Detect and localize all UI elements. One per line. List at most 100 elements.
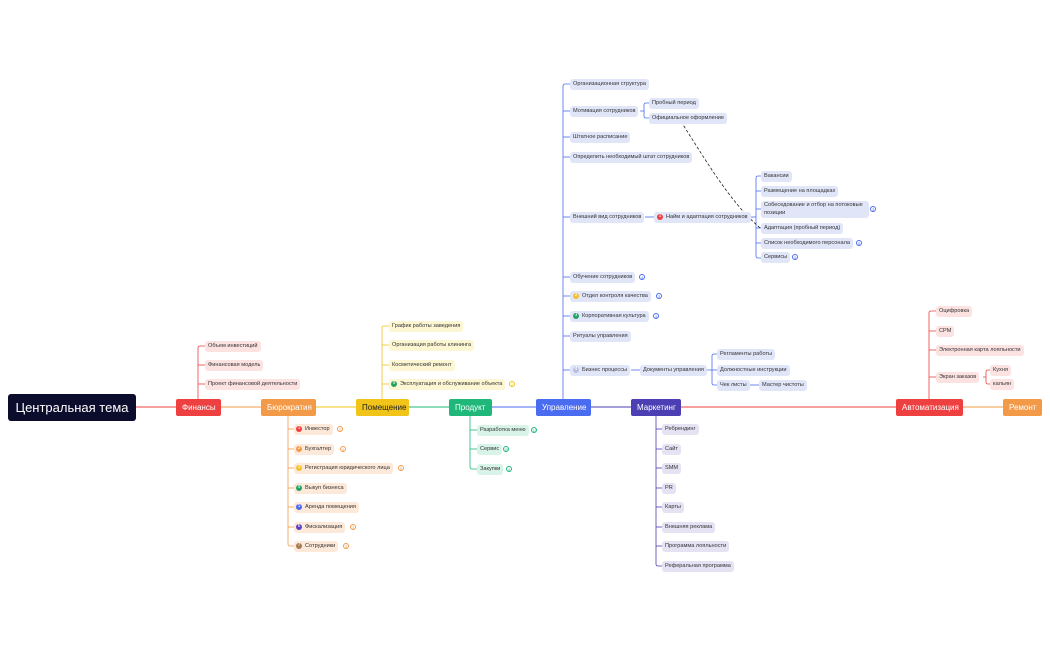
branch-management[interactable]: Управление [536,399,591,416]
collapse-count-badge[interactable]: 3 [337,426,343,432]
collapse-count-badge[interactable]: 12 [531,427,537,433]
central-topic[interactable]: Центральная тема [8,394,136,421]
branch-finance[interactable]: Финансы [176,399,221,416]
hiring-subitem[interactable]: Адаптация (пробный период) [761,223,844,234]
priority-6-icon: 6 [296,524,302,530]
hiring-subitem[interactable]: Сервисы [761,252,791,263]
collapse-count-badge[interactable]: 5 [856,240,862,246]
hiring-subitem[interactable]: Размещение на площадках [761,186,839,197]
collapse-count-badge[interactable]: 3 [870,206,876,212]
hiring-subitem[interactable]: Вакансии [761,171,792,182]
collapse-count-badge[interactable]: 3 [653,313,659,319]
hiring-subitem[interactable]: Список необходимого персонала [761,238,853,249]
management-item[interactable]: 4 Бизнес процессы [570,365,631,376]
automation-item[interactable]: Электронная карта лояльности [936,345,1024,356]
premises-item-label: Эксплуатация и обслуживание объекта [400,381,503,387]
collapse-count-badge[interactable]: 4 [639,274,645,280]
management-item[interactable]: Обучение сотрудников [570,272,636,283]
priority-1-icon: 1 [657,214,663,220]
bureaucracy-item-label: Инвестор [305,426,330,432]
automation-item[interactable]: CPM [936,326,955,337]
finance-item[interactable]: Финансовая модель [205,360,264,371]
branch-premises[interactable]: Помещение [356,399,409,416]
finance-item[interactable]: Проект финансовой деятельности [205,379,301,390]
priority-2-icon: 2 [296,446,302,452]
management-item[interactable]: Штатное расписание [570,132,631,143]
collapse-count-badge[interactable]: 3 [350,524,356,530]
management-item[interactable]: 3 Корпоративная культура [570,311,649,322]
finance-item[interactable]: Объем инвестиций [205,341,261,352]
branch-bureaucracy[interactable]: Бюрократия [261,399,316,416]
management-subitem[interactable]: Официальное оформление [649,113,728,124]
bureaucracy-item[interactable]: 4 Выкуп бизнеса [294,483,347,494]
management-item[interactable]: Внешний вид сотрудников [570,212,645,223]
branch-automation[interactable]: Автоматизация [896,399,963,416]
documents-subitem[interactable]: Чек листы [717,380,750,391]
priority-1-icon: 1 [296,426,302,432]
bureaucracy-item-label: Бухгалтер [305,446,332,452]
bureaucracy-item[interactable]: 1 Инвестор [294,424,333,435]
automation-item[interactable]: Оцифровка [936,306,973,317]
management-item[interactable]: 2 Отдел контроля качества [570,291,651,302]
hiring-node-label: Найм и адаптация сотрудников [666,214,748,220]
bureaucracy-item[interactable]: 2 Бухгалтер [294,444,335,455]
hiring-node[interactable]: 1 Найм и адаптация сотрудников [654,212,751,223]
product-item[interactable]: Разработка меню [477,425,529,436]
priority-4-icon: 4 [573,367,579,373]
hiring-subitem[interactable]: Собеседование и отбор на потоковые позиц… [761,201,869,218]
premises-item[interactable]: График работы заведения [389,321,464,332]
premises-item[interactable]: Организация работы клининга [389,340,475,351]
priority-4-icon: 4 [391,381,397,387]
branch-repair[interactable]: Ремонт [1003,399,1042,416]
management-item[interactable]: Организационная структура [570,79,649,90]
collapse-count-badge[interactable]: 4 [340,446,346,452]
product-item[interactable]: Закупки [477,464,504,475]
branch-product[interactable]: Продукт [449,399,492,416]
bureaucracy-item-label: Фискализация [305,524,343,530]
branch-marketing[interactable]: Маркетинг [631,399,681,416]
marketing-item[interactable]: Программа лояльности [662,541,730,552]
marketing-item[interactable]: Сайт [662,444,681,455]
documents-subitem[interactable]: Регламенты работы [717,349,776,360]
bureaucracy-item-label: Сотрудники [305,543,336,549]
automation-item[interactable]: Экран заказов [936,372,980,383]
documents-node[interactable]: Документы управления [640,365,707,376]
bureaucracy-item[interactable]: 5 Аренда помещения [294,502,359,513]
marketing-item[interactable]: SMM [662,463,682,474]
documents-subitem[interactable]: Мастер чистоты [759,380,807,391]
collapse-count-badge[interactable]: 5 [398,465,404,471]
bureaucracy-item[interactable]: 7 Сотрудники [294,541,339,552]
marketing-item[interactable]: Карты [662,502,684,513]
documents-subitem[interactable]: Должностные инструкции [717,365,790,376]
premises-item[interactable]: 4 Эксплуатация и обслуживание объекта [389,379,506,390]
management-item[interactable]: Мотивация сотрудников [570,106,639,117]
collapse-count-badge[interactable]: 3 [343,543,349,549]
collapse-count-badge[interactable]: 2 [509,381,515,387]
collapse-count-badge[interactable]: 15 [503,446,509,452]
marketing-item[interactable]: Ребрендинг [662,424,699,435]
management-subitem[interactable]: Пробный период [649,98,699,109]
automation-subitem[interactable]: Кухня [990,365,1011,376]
collapse-count-badge[interactable]: 3 [656,293,662,299]
priority-3-icon: 3 [573,313,579,319]
management-item[interactable]: Ритуалы управления [570,331,631,342]
collapse-count-badge[interactable]: 4 [506,466,512,472]
priority-2-icon: 2 [573,293,579,299]
automation-subitem[interactable]: кальян [990,379,1014,390]
premises-item[interactable]: Косметический ремонт [389,360,455,371]
marketing-item[interactable]: PR [662,483,676,494]
bureaucracy-item-label: Выкуп бизнеса [305,485,344,491]
bureaucracy-item[interactable]: 3 Регистрация юридического лица [294,463,393,474]
bureaucracy-item-label: Аренда помещения [305,504,356,510]
management-item[interactable]: Определить необходимый штат сотрудников [570,152,693,163]
management-item-label: Корпоративная культура [582,313,646,319]
marketing-item[interactable]: Внешняя реклама [662,522,716,533]
marketing-item[interactable]: Реферальная программа [662,561,734,572]
bureaucracy-item[interactable]: 6 Фискализация [294,522,346,533]
product-item[interactable]: Сервис [477,444,503,455]
priority-3-icon: 3 [296,465,302,471]
bureaucracy-item-label: Регистрация юридического лица [305,465,390,471]
priority-5-icon: 5 [296,504,302,510]
collapse-count-badge[interactable]: 3 [792,254,798,260]
management-item-label: Бизнес процессы [582,367,628,373]
